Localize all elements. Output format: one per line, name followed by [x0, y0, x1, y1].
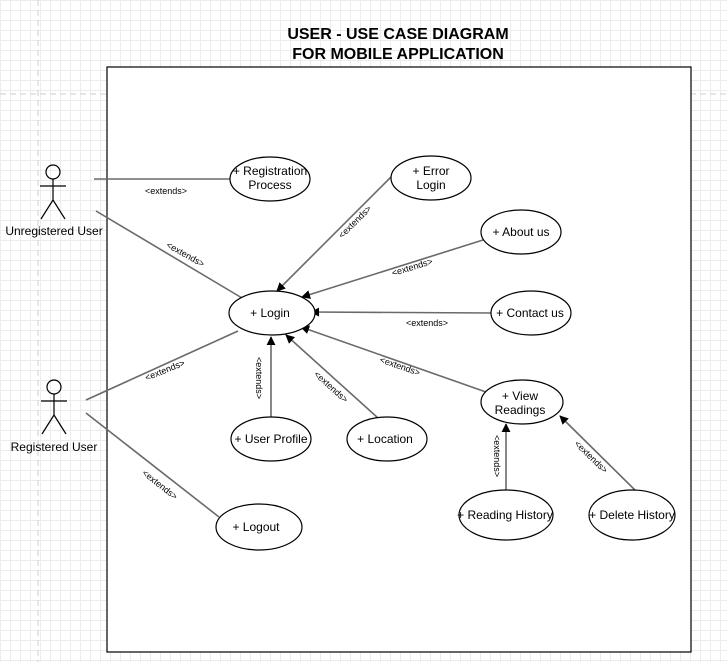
usecase-location[interactable]: + Location	[346, 416, 428, 462]
actor-left-leg	[40, 199, 54, 220]
usecase-label: + Login	[250, 306, 290, 320]
edge-viewreadings-login[interactable]	[300, 325, 487, 393]
edge-registered-login[interactable]	[85, 330, 239, 401]
usecase-label-line-1: + Registration	[233, 164, 307, 178]
edge-errorlogin-login[interactable]	[276, 175, 393, 292]
usecase-label: + Location	[357, 432, 413, 446]
usecase-label-line-1: + Error	[412, 164, 449, 178]
diagram-title-line-2: FOR MOBILE APPLICATION	[292, 46, 504, 63]
actor-label-unregistered: Unregistered User	[5, 224, 102, 238]
actor-head	[46, 379, 62, 395]
usecase-label-line-2: Readings	[495, 403, 546, 417]
usecase-label-line-2: Login	[416, 178, 445, 192]
actor-right-leg	[52, 199, 66, 220]
diagram-title-line-1: USER - USE CASE DIAGRAM	[287, 26, 508, 43]
actor-left-leg	[41, 414, 55, 435]
usecase-label: + Contact us	[496, 306, 564, 320]
actor-right-leg	[53, 414, 67, 435]
usecase-label: + Logout	[232, 520, 280, 534]
usecase-delete-history[interactable]: + Delete History	[588, 489, 676, 541]
usecase-label: + Reading History	[457, 508, 553, 522]
usecase-label-line-2: Process	[248, 178, 291, 192]
usecase-view-readings[interactable]: + View Readings	[480, 379, 564, 425]
label-extends-userprofile: <extends>	[254, 357, 264, 399]
edge-unregistered-login[interactable]	[95, 210, 243, 299]
usecase-label: + Delete History	[589, 508, 675, 522]
usecase-user-profile[interactable]: + User Profile	[230, 416, 312, 462]
label-extends-contactus: <extends>	[406, 318, 448, 328]
actor-label-registered: Registered User	[11, 440, 98, 454]
usecase-registration-process[interactable]: + Registration Process	[229, 156, 311, 202]
actor-head	[45, 164, 61, 180]
edge-deletehistory-viewreadings[interactable]	[559, 415, 637, 492]
usecase-label: + About us	[492, 225, 549, 239]
label-extends-registration: <extends>	[145, 186, 187, 196]
label-extends-readinghistory: <extends>	[492, 435, 502, 477]
edge-location-login[interactable]	[285, 334, 379, 419]
usecase-label-line-1: + View	[502, 389, 538, 403]
usecase-contact-us[interactable]: + Contact us	[490, 290, 572, 336]
usecase-error-login[interactable]: + Error Login	[390, 155, 472, 201]
usecase-reading-history[interactable]: + Reading History	[457, 489, 554, 541]
usecase-login[interactable]: + Login	[228, 290, 316, 336]
edge-registered-logout[interactable]	[85, 412, 220, 518]
actor-registered-user[interactable]: Registered User	[11, 379, 98, 454]
usecase-about-us[interactable]: + About us	[480, 209, 562, 255]
usecase-logout[interactable]: + Logout	[215, 503, 303, 551]
edge-contactus-login[interactable]	[310, 307, 493, 317]
usecase-label: + User Profile	[234, 432, 307, 446]
edge-aboutus-login[interactable]	[301, 239, 484, 299]
actor-unregistered-user[interactable]: Unregistered User	[5, 164, 103, 238]
